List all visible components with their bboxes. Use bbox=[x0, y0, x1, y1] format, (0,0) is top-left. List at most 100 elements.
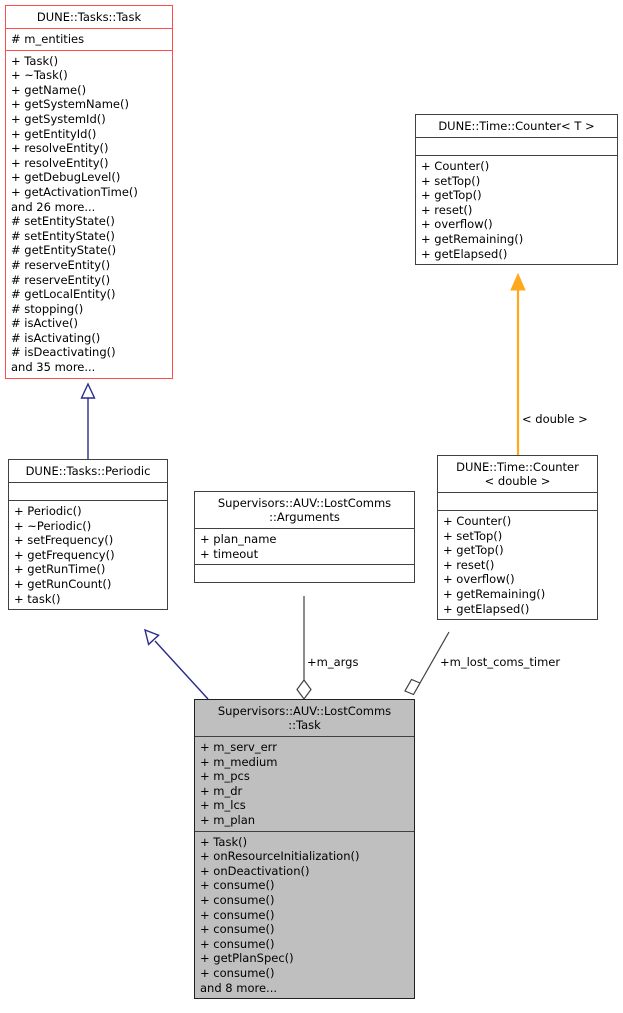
class-box-dune-time-counter-double[interactable]: DUNE::Time::Counter < double > + Counter… bbox=[437, 455, 598, 621]
class-box-lostcomms-arguments[interactable]: Supervisors::AUV::LostComms ::Arguments … bbox=[194, 491, 415, 584]
class-title-lostcomms-task: Supervisors::AUV::LostComms ::Task bbox=[217, 704, 392, 732]
class-operation: + getTop() bbox=[421, 188, 482, 203]
class-operation: + ~Periodic() bbox=[14, 518, 92, 533]
edge-label-template-binding: < double > bbox=[522, 412, 588, 426]
class-operation: + onDeactivation() bbox=[200, 863, 310, 878]
class-separator bbox=[195, 564, 414, 566]
class-operation: + reset() bbox=[421, 202, 473, 217]
class-operation: + consume() bbox=[200, 922, 275, 937]
template-binding-counter-double bbox=[510, 272, 526, 455]
class-operation: + getElapsed() bbox=[421, 246, 508, 261]
class-operation: + Task() bbox=[200, 834, 248, 849]
class-separator bbox=[195, 528, 414, 529]
class-operation-more: and 35 more... bbox=[11, 360, 96, 375]
class-attribute: # m_entities bbox=[11, 32, 85, 46]
class-operation: + consume() bbox=[200, 936, 275, 951]
class-separator bbox=[195, 736, 414, 737]
class-operation: + onResourceInitialization() bbox=[200, 849, 360, 864]
class-title-dune-tasks-task: DUNE::Tasks::Task bbox=[36, 10, 142, 24]
class-operation: + Task() bbox=[11, 53, 59, 68]
class-operation: + getDebugLevel() bbox=[11, 170, 121, 185]
class-operation: # isActive() bbox=[11, 316, 79, 331]
class-attributes-lostcomms-arguments: + plan_name + timeout bbox=[195, 529, 414, 564]
class-attributes-dune-time-counter-double bbox=[438, 493, 597, 510]
class-operation-more: and 8 more... bbox=[200, 980, 278, 995]
class-operation: + Periodic() bbox=[14, 504, 82, 518]
class-operation: + getSystemName() bbox=[11, 97, 129, 112]
inheritance-periodic-to-task bbox=[80, 382, 96, 459]
class-box-dune-tasks-task[interactable]: DUNE::Tasks::Task # m_entities + Task() … bbox=[5, 5, 173, 379]
class-title-lostcomms-arguments: Supervisors::AUV::LostComms ::Arguments bbox=[217, 496, 392, 524]
class-operation: + getRunTime() bbox=[14, 562, 106, 577]
class-operation: # getEntityState() bbox=[11, 243, 117, 258]
class-operation-more: and 26 more... bbox=[11, 199, 96, 214]
class-operation: + getFrequency() bbox=[14, 547, 115, 562]
class-operation: + getElapsed() bbox=[443, 601, 530, 616]
class-operation: # getLocalEntity() bbox=[11, 287, 116, 302]
class-operation: + getRemaining() bbox=[421, 231, 524, 246]
class-operation: + consume() bbox=[200, 965, 275, 980]
class-separator bbox=[438, 492, 597, 493]
class-operation: + ~Task() bbox=[11, 68, 68, 83]
class-attribute: + m_medium bbox=[200, 754, 278, 769]
class-operation: + getPlanSpec() bbox=[200, 951, 294, 966]
class-separator bbox=[416, 137, 617, 138]
class-title-dune-tasks-periodic: DUNE::Tasks::Periodic bbox=[25, 464, 151, 478]
class-separator bbox=[438, 510, 597, 511]
class-operation: # isActivating() bbox=[11, 330, 101, 345]
class-attributes-dune-time-counter-t bbox=[416, 138, 617, 155]
class-box-dune-tasks-periodic[interactable]: DUNE::Tasks::Periodic + Periodic() + ~Pe… bbox=[8, 459, 168, 611]
class-separator bbox=[6, 28, 172, 29]
class-box-dune-time-counter-t[interactable]: DUNE::Time::Counter< T > + Counter() + s… bbox=[415, 114, 618, 266]
class-operations-dune-tasks-task: + Task() + ~Task() + getName() + getSyst… bbox=[6, 51, 172, 378]
class-operation: + overflow() bbox=[421, 217, 493, 232]
class-operation: + task() bbox=[14, 591, 61, 606]
class-box-lostcomms-task[interactable]: Supervisors::AUV::LostComms ::Task + m_s… bbox=[194, 699, 415, 1000]
class-operation: + getName() bbox=[11, 82, 87, 97]
class-separator bbox=[9, 500, 167, 501]
class-attribute: + timeout bbox=[200, 546, 259, 561]
edge-label-m-lost-coms-timer: +m_lost_coms_timer bbox=[440, 655, 561, 669]
class-separator bbox=[195, 830, 414, 832]
class-operation: + Counter() bbox=[443, 514, 512, 528]
class-attribute: + m_plan bbox=[200, 812, 256, 827]
class-operations-dune-time-counter-double: + Counter() + setTop() + getTop() + rese… bbox=[438, 511, 597, 619]
class-attribute: + m_lcs bbox=[200, 798, 246, 813]
class-attribute: + m_pcs bbox=[200, 769, 250, 784]
class-operation: + getRemaining() bbox=[443, 586, 546, 601]
class-title-dune-time-counter-double: DUNE::Time::Counter < double > bbox=[456, 460, 579, 488]
class-attributes-dune-tasks-periodic bbox=[9, 483, 167, 500]
class-operation: + setTop() bbox=[443, 528, 503, 543]
aggregation-m-args bbox=[296, 596, 312, 701]
class-operation: + getActivationTime() bbox=[11, 184, 138, 199]
class-operation: + resolveEntity() bbox=[11, 155, 109, 170]
class-operation: + getEntityId() bbox=[11, 126, 97, 141]
inheritance-lostcomms-task-to-periodic bbox=[143, 628, 209, 700]
edge-label-m-args: +m_args bbox=[307, 655, 359, 669]
class-attribute: + plan_name bbox=[200, 532, 277, 546]
class-operations-lostcomms-task: + Task() + onResourceInitialization() + … bbox=[195, 832, 414, 999]
class-operation: + Counter() bbox=[421, 159, 490, 173]
class-operation: # reserveEntity() bbox=[11, 257, 111, 272]
aggregation-m-lost-coms-timer bbox=[404, 631, 450, 696]
class-operation: + consume() bbox=[200, 878, 275, 893]
class-attribute: + m_dr bbox=[200, 783, 243, 798]
class-attributes-lostcomms-task: + m_serv_err + m_medium + m_pcs + m_dr +… bbox=[195, 737, 414, 831]
class-operation: # setEntityState() bbox=[11, 228, 115, 243]
class-title-dune-time-counter-t: DUNE::Time::Counter< T > bbox=[438, 119, 595, 133]
class-separator bbox=[416, 155, 617, 156]
class-attribute: + m_serv_err bbox=[200, 740, 277, 754]
class-operation: + setTop() bbox=[421, 173, 481, 188]
class-operation: + overflow() bbox=[443, 572, 515, 587]
class-operation: + consume() bbox=[200, 892, 275, 907]
class-operation: + consume() bbox=[200, 907, 275, 922]
class-separator bbox=[9, 482, 167, 483]
class-attributes-dune-tasks-task: # m_entities bbox=[6, 29, 172, 50]
class-operation: # reserveEntity() bbox=[11, 272, 111, 287]
class-operation: + reset() bbox=[443, 557, 495, 572]
class-separator bbox=[6, 49, 172, 51]
class-operation: + resolveEntity() bbox=[11, 141, 109, 156]
class-operations-dune-tasks-periodic: + Periodic() + ~Periodic() + setFrequenc… bbox=[9, 501, 167, 609]
